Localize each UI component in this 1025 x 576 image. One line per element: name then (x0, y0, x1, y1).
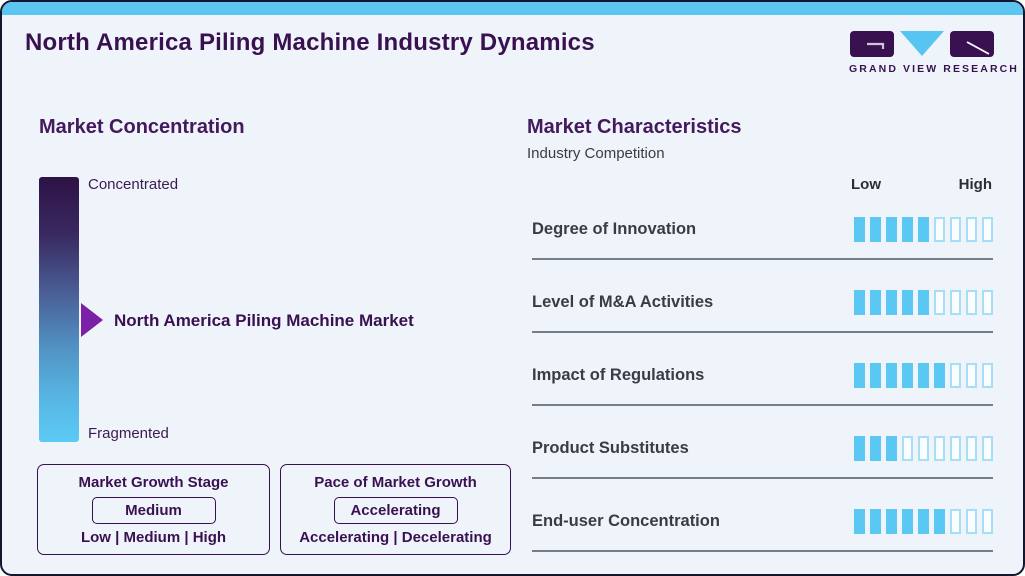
characteristic-row: End-user Concentration (532, 492, 993, 565)
rating-segment-filled (870, 362, 881, 388)
rating-segment-empty (982, 435, 993, 461)
rating-segment-filled (886, 216, 897, 242)
rating-segment-filled (918, 289, 929, 315)
characteristics-list: Degree of Innovation Level of M&A Activi… (532, 200, 993, 565)
rating-segment-filled (902, 216, 913, 242)
rating-segment-filled (934, 508, 945, 534)
market-concentration-heading: Market Concentration (39, 116, 245, 138)
rating-segment-filled (902, 289, 913, 315)
rating-segment-empty (966, 289, 977, 315)
rating-bar (854, 435, 993, 461)
rating-segment-empty (966, 362, 977, 388)
characteristic-row: Level of M&A Activities (532, 273, 993, 346)
rating-segment-empty (934, 435, 945, 461)
rating-segment-empty (982, 289, 993, 315)
characteristic-label: Product Substitutes (532, 438, 689, 457)
growth-stage-value-badge: Medium (91, 496, 216, 524)
rating-segment-filled (918, 508, 929, 534)
concentration-gradient-bar (39, 177, 79, 442)
rating-segment-empty (950, 508, 961, 534)
characteristic-label: Level of M&A Activities (532, 292, 714, 311)
grand-view-research-logo: GRAND VIEW RESEARCH (849, 30, 1019, 75)
rating-segment-empty (966, 216, 977, 242)
rating-segment-filled (854, 289, 865, 315)
growth-stage-title: Market Growth Stage (78, 474, 229, 491)
characteristic-label: End-user Concentration (532, 511, 720, 530)
market-characteristics-heading: Market Characteristics (527, 116, 742, 138)
rating-segment-filled (870, 289, 881, 315)
rating-segment-filled (854, 362, 865, 388)
rating-segment-filled (854, 216, 865, 242)
rating-segment-filled (886, 508, 897, 534)
characteristic-label: Degree of Innovation (532, 219, 697, 238)
rating-segment-filled (870, 508, 881, 534)
rating-segment-empty (950, 289, 961, 315)
rating-segment-empty (902, 435, 913, 461)
rating-segment-filled (854, 508, 865, 534)
fragmented-label: Fragmented (88, 425, 169, 442)
rating-segment-empty (950, 216, 961, 242)
rating-segment-filled (902, 362, 913, 388)
rating-segment-filled (886, 289, 897, 315)
market-pointer-label: North America Piling Machine Market (114, 311, 414, 330)
growth-stage-options: Low | Medium | High (80, 529, 227, 546)
rating-segment-filled (870, 216, 881, 242)
rating-segment-filled (918, 216, 929, 242)
rating-segment-filled (918, 362, 929, 388)
rating-segment-empty (934, 216, 945, 242)
rating-segment-filled (934, 362, 945, 388)
rating-segment-filled (886, 362, 897, 388)
pace-value-badge: Accelerating (333, 496, 458, 524)
rating-segment-empty (934, 289, 945, 315)
rating-segment-empty (982, 508, 993, 534)
rating-segment-empty (966, 508, 977, 534)
rating-segment-empty (950, 435, 961, 461)
rating-bar (854, 362, 993, 388)
rating-scale-header: Low High (851, 176, 992, 193)
characteristic-row: Product Substitutes (532, 419, 993, 492)
rating-segment-filled (870, 435, 881, 461)
logo-text: GRAND VIEW RESEARCH (849, 63, 1019, 75)
market-pointer-arrow-icon (81, 303, 103, 337)
pace-options: Accelerating | Decelerating (299, 529, 492, 546)
rating-segment-empty (966, 435, 977, 461)
pace-of-market-growth-box: Pace of Market Growth Accelerating Accel… (280, 464, 511, 555)
top-accent-strip (2, 2, 1023, 15)
rating-segment-empty (982, 362, 993, 388)
page-title: North America Piling Machine Industry Dy… (25, 29, 595, 56)
characteristic-row: Impact of Regulations (532, 346, 993, 419)
scale-low-label: Low (851, 176, 881, 193)
rating-bar (854, 289, 993, 315)
pace-title: Pace of Market Growth (314, 474, 477, 491)
rating-segment-empty (918, 435, 929, 461)
characteristic-label: Impact of Regulations (532, 365, 705, 384)
market-growth-stage-box: Market Growth Stage Medium Low | Medium … (37, 464, 270, 555)
concentrated-label: Concentrated (88, 176, 179, 193)
rating-segment-filled (854, 435, 865, 461)
rating-segment-empty (982, 216, 993, 242)
rating-bar (854, 508, 993, 534)
characteristic-row: Degree of Innovation (532, 200, 993, 273)
rating-segment-filled (902, 508, 913, 534)
rating-segment-filled (886, 435, 897, 461)
rating-bar (854, 216, 993, 242)
industry-competition-subtitle: Industry Competition (527, 145, 665, 162)
rating-segment-empty (950, 362, 961, 388)
scale-high-label: High (958, 176, 992, 193)
gvr-logo-icon (850, 31, 994, 57)
